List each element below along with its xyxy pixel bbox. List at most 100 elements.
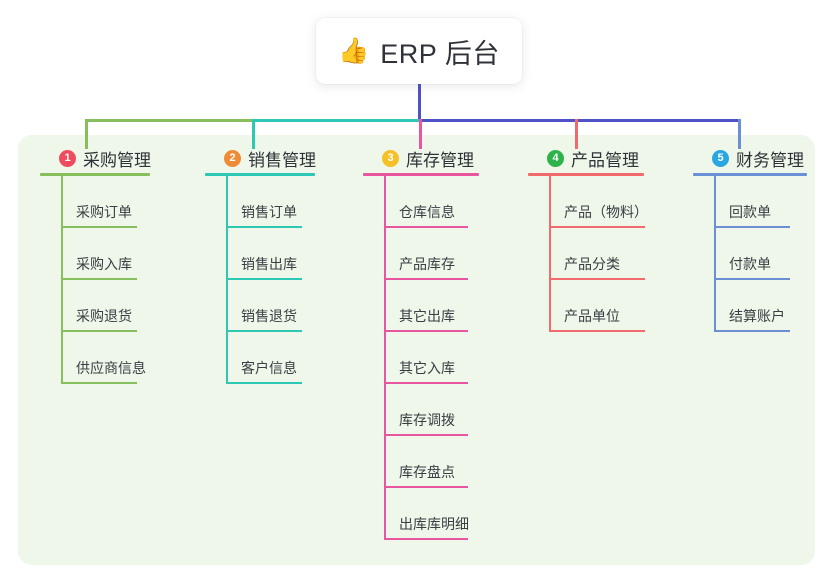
branch-header-rule-2 xyxy=(205,173,315,176)
connector-drop-1 xyxy=(85,119,88,149)
branch-item[interactable]: 产品（物料） xyxy=(528,176,648,228)
branch-header-2[interactable]: 2 销售管理 xyxy=(205,147,316,170)
branch-item-rule xyxy=(61,382,137,384)
branch-item-rule xyxy=(714,278,790,280)
branch-column-5: 5 财务管理回款单付款单结算账户 xyxy=(693,147,807,332)
branch-item[interactable]: 库存盘点 xyxy=(363,436,479,488)
branch-item-label: 销售订单 xyxy=(241,204,297,220)
branch-items-5: 回款单付款单结算账户 xyxy=(693,176,807,332)
branch-header-rule-5 xyxy=(693,173,807,176)
branch-item[interactable]: 产品单位 xyxy=(528,280,648,332)
branch-item-label: 销售出库 xyxy=(241,256,297,272)
branch-item[interactable]: 采购入库 xyxy=(40,228,151,280)
branch-header-rule-3 xyxy=(363,173,479,176)
branch-item-label: 付款单 xyxy=(729,256,771,272)
root-node-card[interactable]: 👍 ERP 后台 xyxy=(316,18,522,84)
branch-item-rule xyxy=(714,330,790,332)
branch-badge-2: 2 xyxy=(224,149,241,167)
branch-item[interactable]: 销售退货 xyxy=(205,280,316,332)
connector-drop-2 xyxy=(252,119,255,149)
branch-header-rule-4 xyxy=(528,173,644,176)
branch-item-label: 其它入库 xyxy=(399,360,455,376)
branch-item-label: 库存盘点 xyxy=(399,464,455,480)
branch-title-1: 采购管理 xyxy=(83,150,151,170)
branch-item-rule xyxy=(384,538,468,540)
branch-item-label: 结算账户 xyxy=(729,308,785,324)
branch-item-rule xyxy=(384,382,468,384)
branch-item-rule xyxy=(61,278,137,280)
branch-item[interactable]: 仓库信息 xyxy=(363,176,479,228)
branch-spine-1 xyxy=(61,176,63,384)
branch-item-label: 库存调拨 xyxy=(399,412,455,428)
branch-item-rule xyxy=(384,226,468,228)
branch-item-label: 产品（物料） xyxy=(564,204,648,220)
branch-item[interactable]: 结算账户 xyxy=(693,280,807,332)
branch-item-rule xyxy=(384,330,468,332)
branch-item[interactable]: 其它入库 xyxy=(363,332,479,384)
branch-header-1[interactable]: 1 采购管理 xyxy=(40,147,151,170)
branch-item-rule xyxy=(384,278,468,280)
branch-item-label: 产品单位 xyxy=(564,308,620,324)
branch-badge-5: 5 xyxy=(712,149,729,167)
connector-bar-segment-2 xyxy=(252,119,421,122)
root-node-title: ERP 后台 xyxy=(380,38,500,69)
root-node-content: 👍 ERP 后台 xyxy=(338,32,500,71)
branch-item[interactable]: 销售出库 xyxy=(205,228,316,280)
branch-item[interactable]: 其它出库 xyxy=(363,280,479,332)
connector-drop-5 xyxy=(738,119,741,149)
branch-header-5[interactable]: 5 财务管理 xyxy=(693,147,807,170)
branch-item-label: 出库库明细 xyxy=(399,516,469,532)
branch-spine-2 xyxy=(226,176,228,384)
connector-root-stem xyxy=(418,84,421,122)
connector-drop-3 xyxy=(419,119,422,149)
branch-title-5: 财务管理 xyxy=(736,150,804,170)
branch-items-2: 销售订单销售出库销售退货客户信息 xyxy=(205,176,316,384)
branch-item-rule xyxy=(549,330,645,332)
branch-badge-1: 1 xyxy=(59,149,76,167)
branch-column-2: 2 销售管理销售订单销售出库销售退货客户信息 xyxy=(205,147,316,384)
branch-items-3: 仓库信息产品库存其它出库其它入库库存调拨库存盘点出库库明细 xyxy=(363,176,479,540)
diagram-panel xyxy=(18,135,815,565)
thumbs-up-icon: 👍 xyxy=(338,36,370,65)
branch-item-rule xyxy=(384,434,468,436)
branch-item[interactable]: 客户信息 xyxy=(205,332,316,384)
branch-item-label: 供应商信息 xyxy=(76,360,146,376)
branch-title-4: 产品管理 xyxy=(571,150,639,170)
branch-item-label: 回款单 xyxy=(729,204,771,220)
branch-column-1: 1 采购管理采购订单采购入库采购退货供应商信息 xyxy=(40,147,151,384)
branch-title-2: 销售管理 xyxy=(248,150,316,170)
branch-item-label: 采购入库 xyxy=(76,256,132,272)
branch-item[interactable]: 采购订单 xyxy=(40,176,151,228)
branch-header-rule-1 xyxy=(40,173,150,176)
branch-item[interactable]: 采购退货 xyxy=(40,280,151,332)
branch-item-label: 其它出库 xyxy=(399,308,455,324)
branch-item[interactable]: 产品分类 xyxy=(528,228,648,280)
branch-item-label: 产品库存 xyxy=(399,256,455,272)
branch-badge-3: 3 xyxy=(382,149,399,167)
branch-item-rule xyxy=(226,226,302,228)
branch-item-label: 采购退货 xyxy=(76,308,132,324)
branch-item-label: 采购订单 xyxy=(76,204,132,220)
branch-item[interactable]: 出库库明细 xyxy=(363,488,479,540)
branch-item-rule xyxy=(61,226,137,228)
branch-item-rule xyxy=(226,382,302,384)
branch-spine-5 xyxy=(714,176,716,332)
branch-item[interactable]: 供应商信息 xyxy=(40,332,151,384)
branch-item[interactable]: 产品库存 xyxy=(363,228,479,280)
branch-item-label: 产品分类 xyxy=(564,256,620,272)
branch-item-rule xyxy=(549,278,645,280)
connector-bar-segment-1 xyxy=(85,119,253,122)
branch-spine-3 xyxy=(384,176,386,540)
branch-item[interactable]: 库存调拨 xyxy=(363,384,479,436)
branch-item-label: 销售退货 xyxy=(241,308,297,324)
branch-item[interactable]: 销售订单 xyxy=(205,176,316,228)
branch-item[interactable]: 回款单 xyxy=(693,176,807,228)
branch-items-4: 产品（物料） 产品分类产品单位 xyxy=(528,176,648,332)
branch-item-rule xyxy=(384,486,468,488)
branch-item[interactable]: 付款单 xyxy=(693,228,807,280)
